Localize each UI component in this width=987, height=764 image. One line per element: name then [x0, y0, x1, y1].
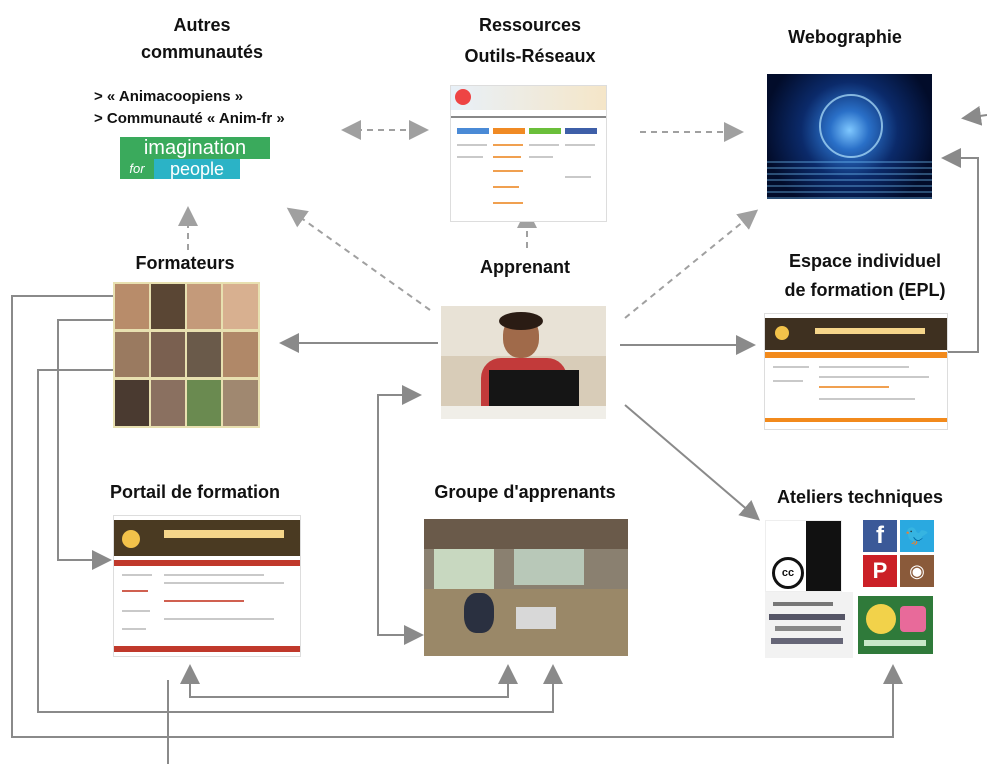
pinterest-icon: P — [863, 555, 897, 587]
ateliers-wordcloud-image — [765, 592, 853, 658]
ressources-title-1: Ressources — [478, 15, 582, 35]
logo-line-people: people — [154, 159, 240, 179]
autres-item-anim-fr: > Communauté « Anim-fr » — [94, 110, 285, 127]
formateurs-photo-grid — [113, 282, 260, 428]
formateurs-title: Formateurs — [135, 253, 235, 273]
ateliers-cc-image: cc — [765, 520, 842, 592]
imagination-for-people-logo: imagination for people — [120, 137, 270, 179]
instagram-icon: ◉ — [900, 555, 934, 587]
ressources-title-2: Outils-Réseaux — [464, 46, 596, 66]
portail-title: Portail de formation — [109, 482, 280, 502]
twitter-icon: 🐦 — [900, 520, 934, 552]
ressources-screenshot — [450, 85, 607, 222]
espace-title-1: Espace individuel — [788, 251, 942, 271]
creative-commons-icon: cc — [772, 557, 804, 589]
facebook-icon: f — [863, 520, 897, 552]
autres-title-1: Autres — [173, 15, 231, 35]
logo-line-for: for — [120, 159, 154, 179]
autres-title-2: communautés — [140, 42, 264, 62]
webographie-title: Webographie — [788, 27, 902, 47]
ateliers-title: Ateliers techniques — [776, 487, 944, 507]
espace-screenshot — [764, 313, 948, 430]
webographie-globe-image — [767, 74, 932, 199]
groupe-photo — [424, 519, 628, 656]
espace-title-2: de formation (EPL) — [784, 280, 946, 300]
ateliers-badge-image — [858, 596, 933, 654]
apprenant-photo — [441, 306, 606, 419]
portail-screenshot — [113, 515, 301, 657]
logo-line-imagination: imagination — [120, 137, 270, 159]
groupe-title: Groupe d'apprenants — [434, 482, 616, 502]
autres-item-animacoopiens: > « Animacoopiens » — [94, 88, 244, 105]
apprenant-title: Apprenant — [480, 257, 570, 277]
